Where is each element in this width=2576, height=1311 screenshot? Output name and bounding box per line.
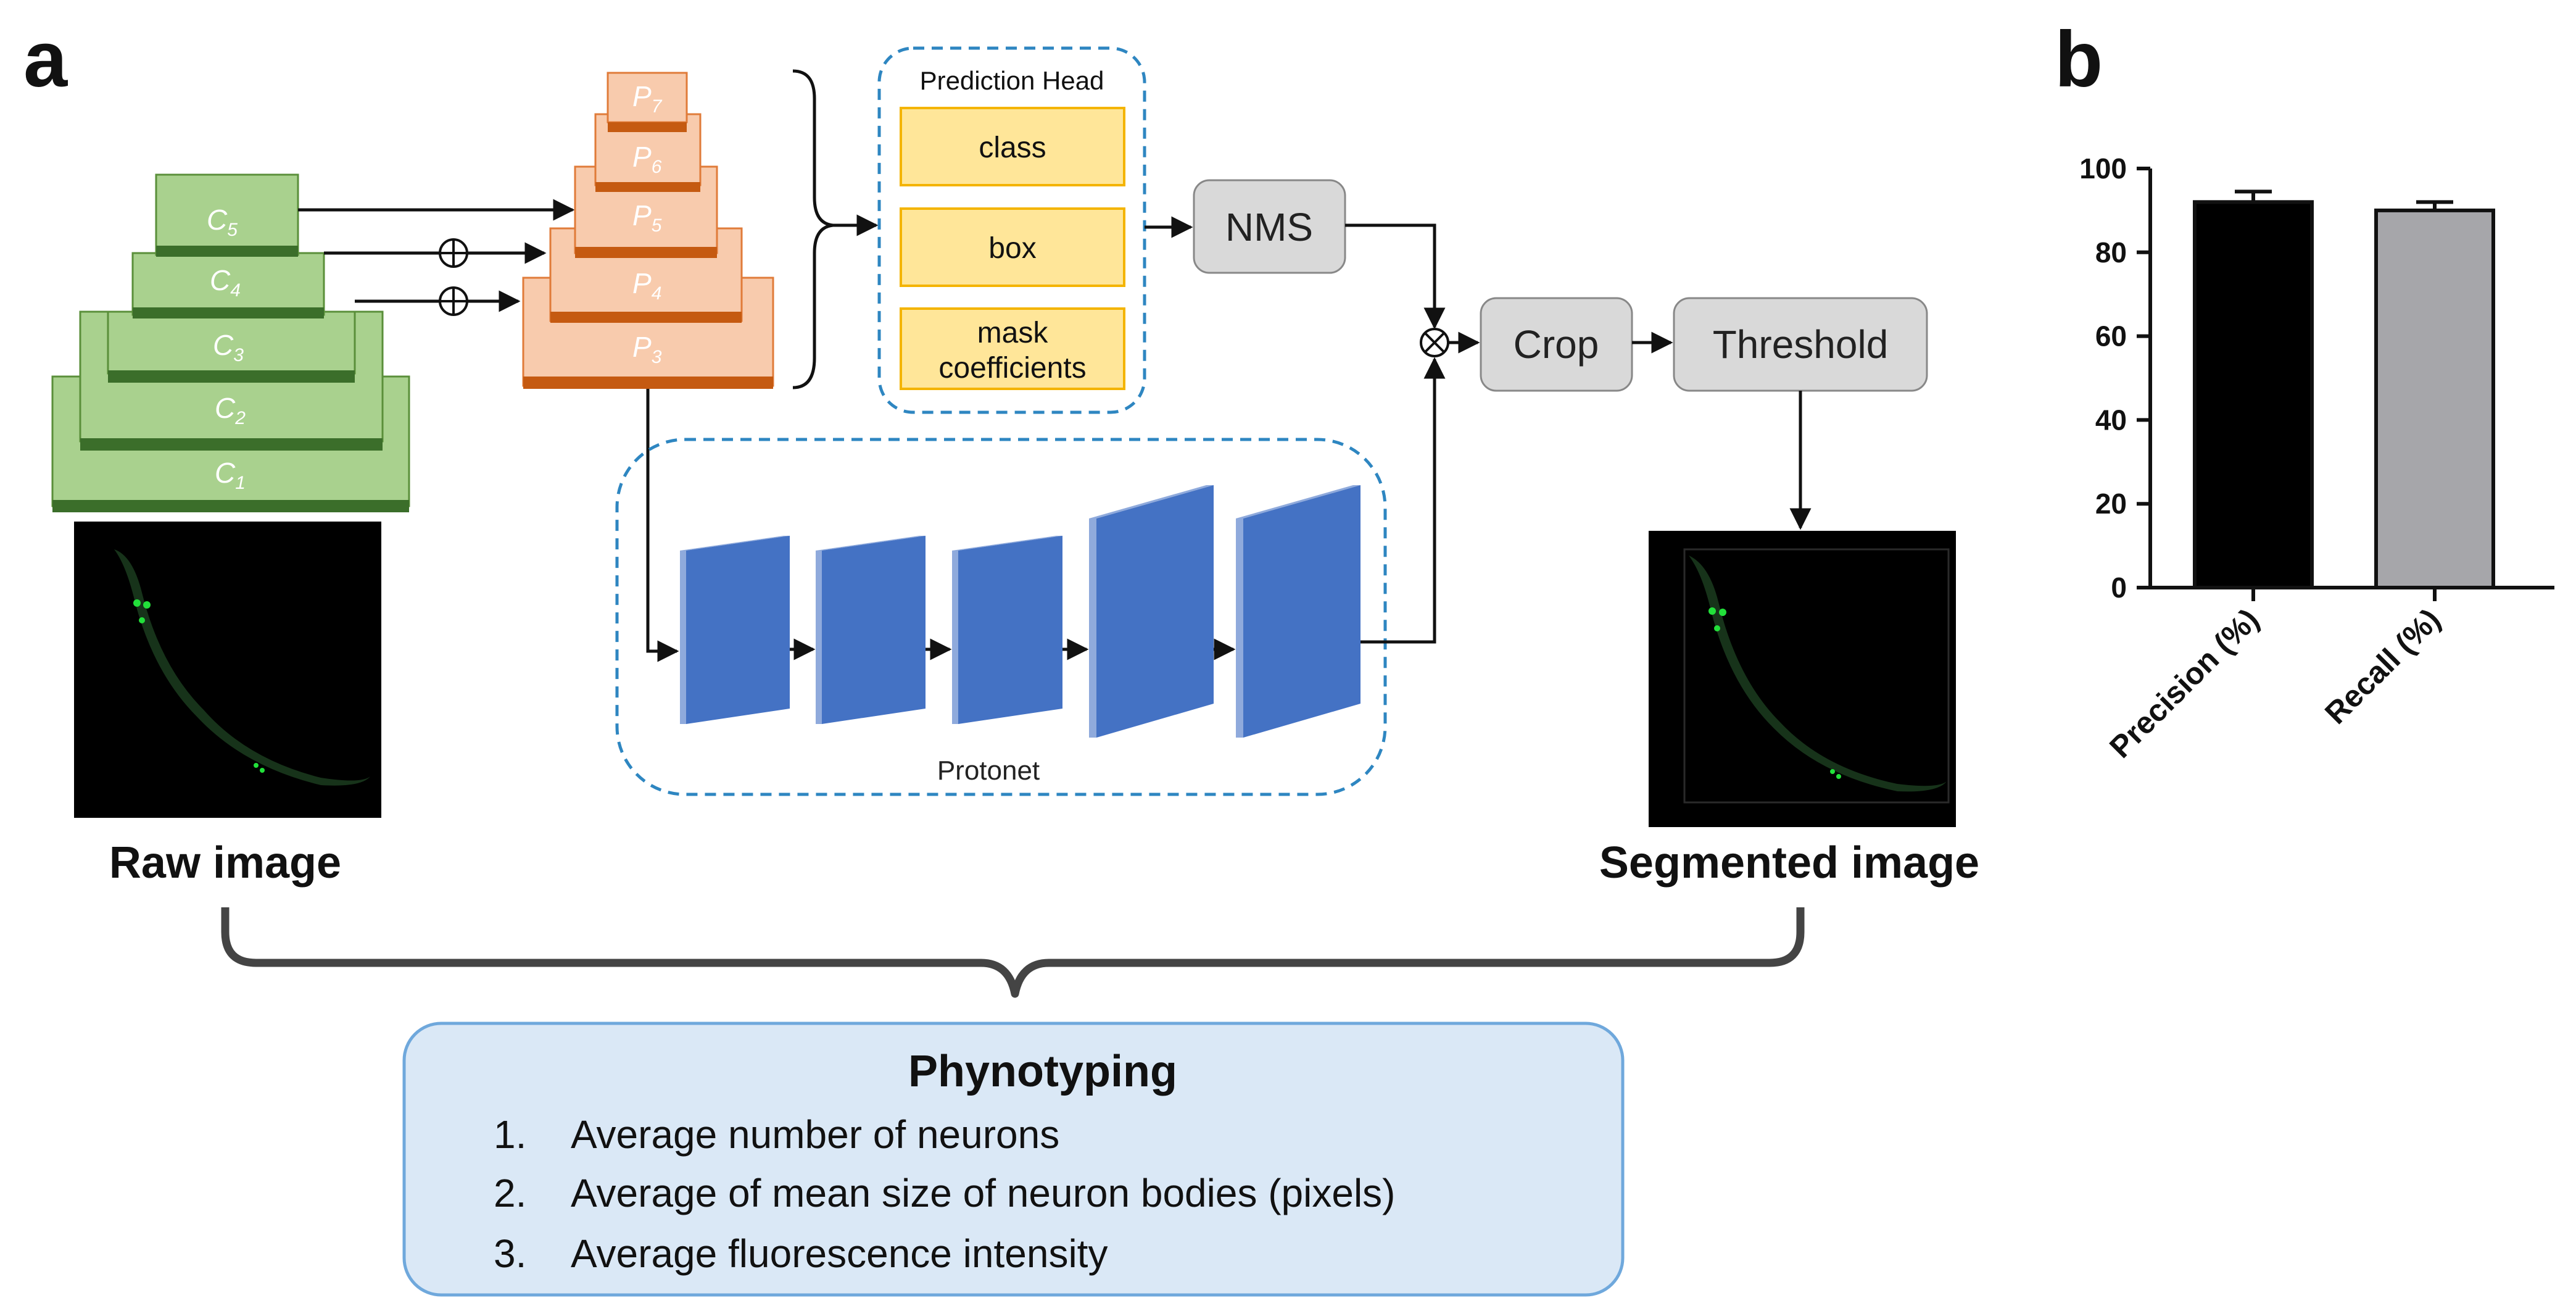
phenotyping-box: Phynotyping 1. Average number of neurons… <box>402 1022 1625 1297</box>
sum-icon <box>439 238 468 268</box>
raw-neuron-dot <box>139 617 145 623</box>
svg-text:3.: 3. <box>494 1231 526 1276</box>
svg-text:Average fluorescence intensity: Average fluorescence intensity <box>571 1231 1108 1276</box>
panel-a-letter: a <box>23 15 68 104</box>
bar <box>2374 208 2495 589</box>
segmented-neuron-dot <box>1830 769 1835 774</box>
p7-label: P7 <box>632 80 663 117</box>
fpn-layer-p7 <box>607 72 688 132</box>
fpn-to-protonet-connector <box>646 389 679 662</box>
protonet-block-2 <box>816 536 926 724</box>
c1-label: C1 <box>215 457 246 493</box>
segmented-bounding-box <box>1683 548 1950 804</box>
segmented-neuron-dot <box>1714 625 1720 631</box>
svg-text:2.: 2. <box>494 1171 526 1215</box>
sum-icon <box>439 286 468 316</box>
svg-text:Crop: Crop <box>1514 322 1599 367</box>
segmented-neuron-dot <box>1719 609 1726 616</box>
svg-text:Threshold: Threshold <box>1713 322 1889 367</box>
svg-text:box: box <box>988 232 1036 265</box>
p3-label: P3 <box>632 331 662 367</box>
y-tick-label: 20 <box>2095 488 2127 520</box>
head-box-box: box <box>900 207 1125 287</box>
svg-text:class: class <box>979 131 1046 164</box>
raw-neuron-dot <box>260 768 265 773</box>
protonet-block-4 <box>1089 485 1214 738</box>
protonet: Protonet <box>615 438 1387 796</box>
protonet-block-3 <box>952 536 1062 724</box>
y-tick-label: 0 <box>2111 572 2127 604</box>
crop-box: Crop <box>1480 297 1633 392</box>
backbone-stack: C5 C4 C3 C2 C1 <box>51 173 410 512</box>
phenotyping-item-2: 2. Average of mean size of neuron bodies… <box>494 1171 1395 1215</box>
head-mask-coefficients-box: mask coefficients <box>900 307 1125 390</box>
p4-label: P4 <box>632 267 661 304</box>
segmented-image-caption: Segmented image <box>1599 838 1979 888</box>
raw-worm-body <box>114 549 370 786</box>
prediction-head: Prediction Head class box mask coefficie… <box>877 46 1146 414</box>
y-tick-label: 80 <box>2095 236 2127 268</box>
svg-text:1.: 1. <box>494 1112 526 1157</box>
raw-neuron-dot <box>133 599 141 607</box>
protonet-label: Protonet <box>937 755 1040 786</box>
backbone-to-fpn-arrows <box>298 199 575 312</box>
y-tick-label: 60 <box>2095 320 2127 352</box>
c3-label: C3 <box>213 329 244 365</box>
backbone-layer-c3 <box>107 310 356 383</box>
segmented-neuron-dot <box>1708 607 1716 615</box>
segmented-worm-body <box>1689 556 1947 792</box>
svg-text:mask: mask <box>977 317 1049 349</box>
phenotyping-title: Phynotyping <box>908 1047 1177 1096</box>
head-class-box: class <box>900 107 1125 186</box>
segmented-image <box>1649 531 1956 827</box>
svg-text:Average of mean size of neuron: Average of mean size of neuron bodies (p… <box>571 1171 1395 1215</box>
prediction-head-frame <box>877 46 1146 414</box>
protonet-block-1 <box>680 536 790 724</box>
segmented-neuron-dot <box>1836 774 1841 779</box>
prediction-head-title: Prediction Head <box>920 66 1104 95</box>
panel-a: a <box>23 15 1979 1297</box>
fpn-brace <box>792 69 834 389</box>
svg-text:Average number of neurons: Average number of neurons <box>571 1112 1059 1157</box>
multiply-icon <box>1420 328 1449 357</box>
protonet-block-5 <box>1236 485 1360 738</box>
x-tick-label: Recall (%) <box>2318 602 2447 731</box>
p6-label: P6 <box>632 141 662 177</box>
phenotyping-item-1: 1. Average number of neurons <box>494 1112 1059 1157</box>
threshold-box: Threshold <box>1673 297 1928 392</box>
nms-box: NMS <box>1193 179 1346 274</box>
svg-text:coefficients: coefficients <box>938 352 1086 385</box>
panel-b-letter: b <box>2055 15 2103 104</box>
svg-text:NMS: NMS <box>1225 205 1313 249</box>
fpn-stack: P7 P6 P5 P4 P3 <box>522 72 774 389</box>
c5-label: C5 <box>207 204 238 240</box>
bar <box>2193 200 2314 589</box>
raw-image <box>74 522 381 818</box>
backbone-layer-c5 <box>155 173 299 257</box>
p5-label: P5 <box>632 199 662 236</box>
bottom-brace <box>221 907 1805 998</box>
raw-image-caption: Raw image <box>109 838 341 888</box>
c4-label: C4 <box>210 264 241 301</box>
raw-neuron-dot <box>254 763 259 768</box>
y-tick-label: 40 <box>2095 404 2127 436</box>
raw-neuron-dot <box>143 601 151 609</box>
protonet-to-multiply-connector <box>1360 357 1446 644</box>
nms-to-multiply-connector <box>1345 223 1446 330</box>
y-tick-label: 100 <box>2079 152 2127 185</box>
x-tick-label: Precision (%) <box>2103 602 2266 765</box>
phenotyping-item-3: 3. Average fluorescence intensity <box>494 1231 1108 1276</box>
c2-label: C2 <box>215 392 246 428</box>
protonet-frame <box>615 438 1387 796</box>
